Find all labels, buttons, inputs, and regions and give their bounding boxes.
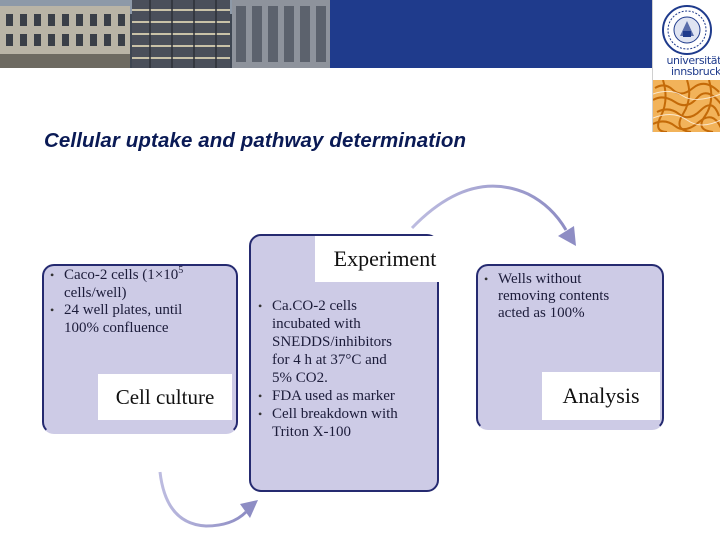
stage-label-experiment: Experiment xyxy=(315,236,455,282)
bottom-cycle-arrow xyxy=(158,471,248,528)
bullet-text: Cell breakdown with xyxy=(272,406,398,422)
bullet-dot-icon: • xyxy=(258,407,263,421)
header-banner xyxy=(0,0,720,68)
bullet-text: × xyxy=(154,267,164,283)
bullet-item: • Cell breakdown with Triton X-100 xyxy=(252,405,438,441)
bullet-dot-icon: • xyxy=(258,299,263,313)
logo-orange-pattern xyxy=(653,80,720,132)
bullet-text: Caco-2 cells (1 xyxy=(64,267,155,283)
bullet-dot-icon: • xyxy=(258,389,263,403)
bullet-dot-icon: • xyxy=(50,303,55,317)
bullet-text: Triton X-100 xyxy=(272,424,352,440)
bullet-text: Wells without xyxy=(498,271,582,287)
cell-culture-bullets: • Caco-2 cells (1×105 cells/well) • 24 wel… xyxy=(44,265,234,337)
experiment-bullets: • Ca.CO-2 cells incubated with SNEDDS/in… xyxy=(252,297,438,441)
bullet-superscript: 5 xyxy=(178,265,184,276)
bullet-item: • FDA used as marker xyxy=(252,387,438,405)
bottom-arrowhead-icon xyxy=(240,500,258,518)
bullet-text: 10 xyxy=(163,267,179,283)
university-logo: universität innsbruck xyxy=(652,0,720,132)
top-arrowhead-icon xyxy=(558,226,576,246)
bullet-item: • 24 well plates, until 100% confluence xyxy=(44,302,234,337)
university-seal-icon xyxy=(662,5,712,55)
top-cycle-arrow xyxy=(410,184,568,231)
bullet-text: incubated with xyxy=(272,316,361,332)
banner-blue-bar xyxy=(330,0,652,68)
analysis-bullets: • Wells without removing contents acted … xyxy=(478,271,664,322)
stage-label-cell-culture: Cell culture xyxy=(98,374,232,420)
bullet-text: acted as 100% xyxy=(498,305,585,321)
stage-label-analysis: Analysis xyxy=(542,372,660,420)
bullet-text: 24 well plates, until xyxy=(64,302,183,318)
bullet-item: • Ca.CO-2 cells incubated with SNEDDS/in… xyxy=(252,297,438,387)
logo-text-line2: innsbruck xyxy=(670,65,720,78)
bullet-text: 100% confluence xyxy=(64,319,169,336)
campus-photo xyxy=(0,0,330,68)
bullet-text: Ca.CO-2 cells xyxy=(272,298,357,314)
bullet-text: cells/well) xyxy=(64,284,127,301)
bullet-text: SNEDDS/inhibitors xyxy=(272,334,393,350)
bullet-item: • Wells without removing contents acted … xyxy=(478,271,664,322)
bullet-dot-icon: • xyxy=(484,272,489,286)
logo-wordmark: universität innsbruck xyxy=(655,55,720,77)
logo-text-line1: universität xyxy=(666,54,720,67)
page-title: Cellular uptake and pathway determinatio… xyxy=(44,129,467,152)
bullet-text: removing contents xyxy=(498,288,610,304)
bullet-dot-icon: • xyxy=(50,268,55,282)
bullet-item: • Caco-2 cells (1×105 cells/well) xyxy=(44,265,234,302)
bullet-text: for 4 h at 37°C and xyxy=(272,352,387,368)
bullet-text: 5% CO2. xyxy=(272,370,328,386)
bullet-text: FDA used as marker xyxy=(272,388,395,404)
